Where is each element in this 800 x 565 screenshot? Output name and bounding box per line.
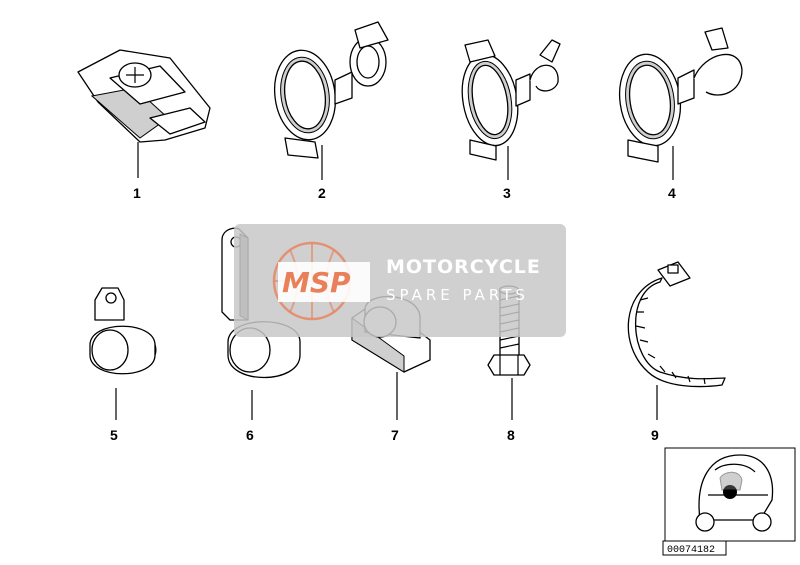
part-4-hose-clamp[interactable] xyxy=(614,27,743,180)
part-number-9: 9 xyxy=(651,427,659,443)
reference-code: 00074182 xyxy=(667,545,715,556)
part-number-2: 2 xyxy=(318,185,326,201)
watermark-logo: MSP xyxy=(282,266,351,299)
part-number-1: 1 xyxy=(133,185,141,201)
part-number-8: 8 xyxy=(507,427,515,443)
vehicle-thumbnail[interactable] xyxy=(664,447,796,542)
part-number-7: 7 xyxy=(391,427,399,443)
part-3-hose-clamp[interactable] xyxy=(455,39,561,180)
watermark-subtitle: SPARE PARTS xyxy=(386,286,529,304)
part-number-4: 4 xyxy=(668,185,676,201)
part-9-cable-tie[interactable] xyxy=(627,261,726,420)
part-2-hose-clamp[interactable] xyxy=(269,21,389,180)
part-1-clip-nut[interactable] xyxy=(77,49,211,178)
reference-label: 00074182 xyxy=(662,540,727,556)
part-number-3: 3 xyxy=(503,185,511,201)
part-number-5: 5 xyxy=(110,427,118,443)
watermark-title: MOTORCYCLE xyxy=(386,256,541,278)
watermark: MSP MOTORCYCLE SPARE PARTS xyxy=(234,224,566,337)
part-5-p-clip[interactable] xyxy=(89,287,157,420)
part-number-6: 6 xyxy=(246,427,254,443)
